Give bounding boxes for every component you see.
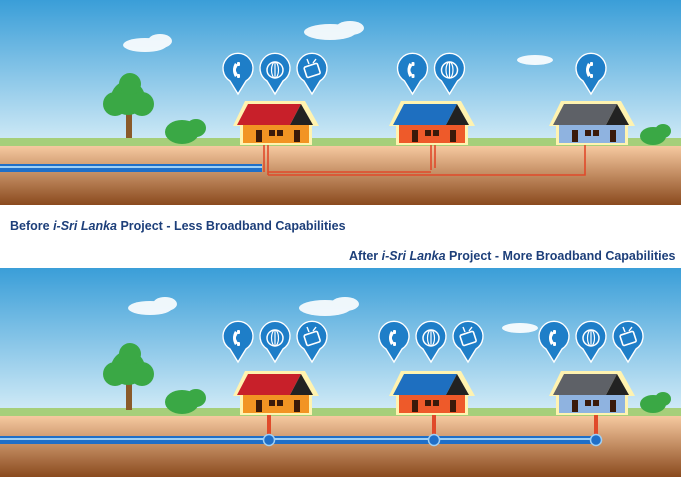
soil [0,416,681,477]
service-pin [222,320,254,364]
bush [165,389,671,414]
house-door [572,400,578,412]
house-door [412,130,418,142]
copper-line [263,142,586,176]
service-pin [396,52,429,96]
junction-node [262,433,603,447]
after-caption: After i-Sri Lanka Project - More Broadba… [349,249,675,263]
house-door [412,400,418,412]
service-pin [433,52,466,96]
before-caption-suffix: Project - Less Broadband Capabilities [117,219,346,233]
tv-icon [303,326,321,347]
house-1 [233,101,319,145]
service-pin [296,320,328,364]
service-pin [612,320,644,364]
service-pin [415,320,447,364]
phone-icon [389,330,396,346]
service-pin [452,320,484,364]
after-panel [0,268,681,477]
house-roof [393,104,457,125]
tv-icon [303,58,321,79]
cloud [123,21,553,65]
after-caption-prefix: After [349,249,382,263]
house-roof [553,104,617,125]
service-pin [575,320,607,364]
phone-icon [549,330,556,346]
tree [103,343,154,410]
house-roof [553,374,617,395]
before-caption: Before i-Sri Lanka Project - Less Broadb… [10,219,346,233]
phone-icon [407,62,415,78]
before-caption-project-name: i-Sri Lanka [53,219,117,233]
internet-globe-icon [440,61,459,79]
service-pin [259,52,291,96]
service-pin [222,52,254,96]
internet-globe-icon [266,61,284,79]
house-door [256,130,262,142]
tv-icon [459,326,477,347]
service-pin [378,320,410,364]
house-door [256,400,262,412]
grass-strip [0,408,681,416]
fiber-drop [267,410,598,438]
house-2 [389,371,475,415]
after-caption-suffix: Project - More Broadband Capabilities [445,249,676,263]
service-pin [575,52,607,96]
house-roof [237,104,301,125]
before-panel [0,0,681,205]
service-pin [259,320,291,364]
after-caption-project-name: i-Sri Lanka [381,249,446,263]
internet-globe-icon [582,329,600,347]
house-2 [389,101,475,145]
phone-icon [233,62,240,78]
service-pin [296,52,328,96]
bush [165,119,671,145]
internet-globe-icon [422,329,440,347]
house-roof [393,374,457,395]
internet-globe-icon [266,329,284,347]
phone-icon [233,330,240,346]
grass-strip [0,138,681,146]
cloud [128,297,538,333]
phone-icon [586,62,593,78]
house-roof [237,374,301,395]
house-3 [549,101,635,145]
house-3 [549,371,635,415]
tv-icon [619,326,637,347]
house-door [572,130,578,142]
service-pin [538,320,570,364]
before-caption-prefix: Before [10,219,54,233]
house-1 [233,371,319,415]
tree [103,73,154,138]
